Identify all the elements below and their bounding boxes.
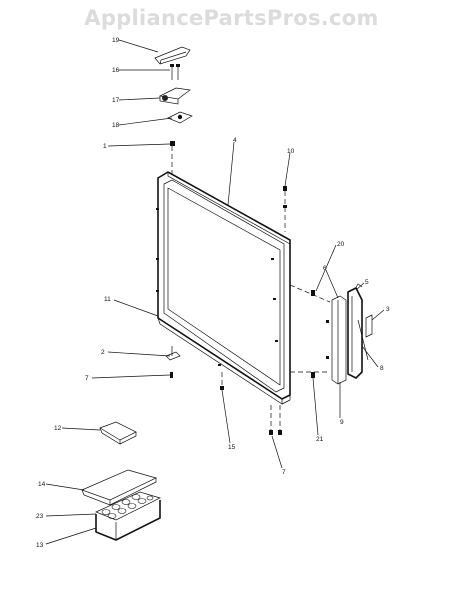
screw-7-left [170,372,173,378]
handle-trim-8 [357,319,369,361]
door-panel-4 [157,171,291,405]
handle-cap-3 [365,314,373,338]
watermark-logo: AppliancePartsPros.com [84,6,379,30]
screws-7-bottom [269,405,282,435]
callout-1: 1 [103,143,107,150]
callout-13: 13 [36,542,44,549]
callout-21: 21 [316,436,324,443]
bin-cover-14 [81,469,157,506]
callout-2: 2 [101,349,105,356]
callout-12: 12 [54,425,62,432]
hinge-bracket-17 [158,87,191,105]
gasket-fasteners [156,208,278,366]
callout-23: 23 [36,513,44,520]
callout-8: 8 [380,365,384,372]
screw-15 [220,372,224,390]
callout-15: 15 [228,444,236,451]
callout-19: 19 [112,37,120,44]
callout-10: 10 [287,148,295,155]
callout-7-left: 7 [85,375,89,382]
handle-bracket-6 [331,295,347,385]
callout-6: 6 [323,265,327,272]
callout-4: 4 [233,137,237,144]
screw-20 [311,290,315,296]
door-handle-5 [347,283,363,379]
ice-cube-tray-23 [95,491,161,521]
ice-scoop-12 [99,421,137,445]
screw-21 [311,372,315,378]
hinge-cover-19 [154,46,191,65]
alignment-line-upper [289,284,331,303]
callout-9: 9 [340,419,344,426]
callout-17: 17 [112,97,120,104]
hinge-plate-18 [167,111,193,124]
hinge-screws-16 [170,64,180,80]
callout-7-bottom: 7 [282,469,286,476]
callout-20: 20 [337,241,345,248]
ice-bin-13 [95,500,161,541]
callout-3: 3 [386,306,390,313]
callout-16: 16 [112,67,120,74]
callout-14: 14 [38,481,46,488]
callout-5: 5 [365,279,369,286]
leader-lines [45,39,385,545]
callout-18: 18 [112,122,120,129]
callout-labels: 19 16 17 18 1 4 10 20 6 5 3 8 9 21 11 2 … [36,37,390,549]
hinge-pin-1 [170,141,175,176]
callout-11: 11 [104,296,111,303]
bottom-hinge-2 [165,346,181,361]
handle-screws [326,320,329,359]
screw-10 [283,186,287,232]
